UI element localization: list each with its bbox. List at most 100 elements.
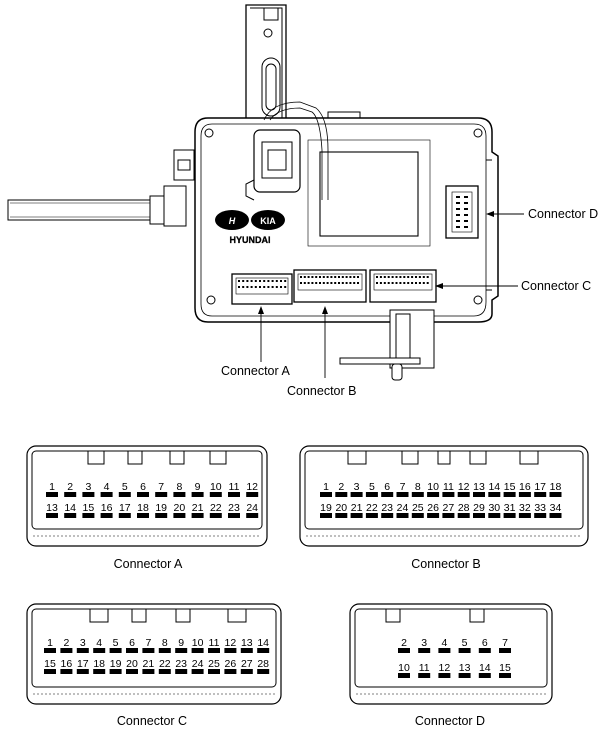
connector-b-key-notch [519, 451, 539, 465]
mounting-hole [206, 295, 216, 305]
connector-b-pin [534, 513, 547, 518]
connector-b-pin [488, 513, 501, 518]
connector-b-pin [518, 513, 531, 518]
connector-a-pin-label: 12 [246, 481, 258, 493]
module-connector-d [445, 185, 479, 239]
module-connector-b [293, 269, 367, 303]
connector-a-pin-label: 10 [210, 481, 222, 493]
connector-a-pin [191, 513, 204, 518]
connector-a-pin-label: 2 [67, 481, 73, 493]
mounting-hole [473, 128, 483, 138]
connector-b-pin [457, 492, 470, 497]
mounting-hole [473, 295, 483, 305]
connector-a-pin-label: 9 [195, 481, 201, 493]
connector-c-pin-label: 12 [225, 637, 237, 649]
callouts [260, 213, 524, 378]
connector-c-pin [76, 648, 89, 653]
connector-a-pin-label: 6 [140, 481, 146, 493]
connector-b-pin [488, 492, 501, 497]
connector-b-pin-label: 25 [412, 502, 424, 514]
connector-a-pin-label: 18 [137, 502, 149, 514]
module-connector-a [231, 273, 293, 305]
connector-b-pin-label: 19 [320, 502, 332, 514]
mounting-hole [204, 128, 214, 138]
connector-d-pin-label: 7 [502, 637, 508, 649]
connector-b-pin [381, 513, 394, 518]
connector-c-pin [257, 669, 270, 674]
connector-b-pin-label: 8 [415, 481, 421, 493]
connector-b-pin [503, 492, 516, 497]
connector-b-pin [503, 513, 516, 518]
connector-c-pin-label: 23 [175, 658, 187, 670]
connector-b-pin-label: 1 [323, 481, 329, 493]
connector-a-pin [82, 513, 95, 518]
internal-connector [253, 129, 301, 193]
connector-a-pin-label: 13 [46, 502, 58, 514]
connector-c-pin-label: 4 [96, 637, 102, 649]
connector-d-pin [478, 673, 491, 678]
connector-c-key-notch [175, 609, 191, 623]
connector-a-pin-label: 3 [85, 481, 91, 493]
connector-a-pin-label: 14 [64, 502, 76, 514]
connector-b-pin [350, 513, 363, 518]
brand-logos: H KIA HYUNDAI [215, 210, 285, 245]
connector-d-pin-label: 13 [459, 662, 471, 674]
connector-c-pin-label: 14 [257, 637, 269, 649]
connector-b-key-notch [469, 451, 487, 465]
connector-b-pin-label: 27 [443, 502, 455, 514]
connector-a-key-notch [169, 451, 185, 465]
connector-b-pin [381, 492, 394, 497]
connector-a-pin-label: 22 [210, 502, 222, 514]
connector-d-pin-label: 11 [419, 662, 430, 674]
connector-b-pin [534, 492, 547, 497]
connector-d-pin-label: 3 [421, 637, 427, 649]
callout-connector-c: Connector C [521, 279, 591, 293]
connector-c-pin-label: 19 [110, 658, 122, 670]
connector-c-pin-label: 25 [208, 658, 220, 670]
connector-a-pin [209, 513, 222, 518]
connector-a-pin [46, 513, 58, 518]
connector-a-key-notch [209, 451, 227, 465]
connector-a-pin [100, 492, 113, 497]
connector-b-key-notch [347, 451, 367, 465]
connector-a-pin-label: 20 [174, 502, 186, 514]
connector-a-pin-label: 11 [229, 481, 240, 493]
connector-c-shell [26, 603, 282, 705]
connector-b-pin [335, 492, 348, 497]
connector-b-pin-label: 28 [458, 502, 470, 514]
connector-b-pin-label: 2 [338, 481, 344, 493]
connector-b-pin-label: 7 [400, 481, 406, 493]
connector-b-pin [350, 492, 363, 497]
connector-a-key-notch [87, 451, 105, 465]
connector-c-pin [191, 669, 204, 674]
callout-connector-a: Connector A [221, 364, 290, 378]
connector-a-pin-label: 19 [155, 502, 167, 514]
connector-a-caption: Connector A [114, 557, 183, 571]
connector-a-pin [155, 492, 168, 497]
module-connector-c [369, 269, 437, 303]
connector-b-pin-label: 29 [473, 502, 485, 514]
connector-d-shell [349, 603, 553, 705]
kia-logo [251, 210, 285, 230]
connector-b-pin [518, 492, 531, 497]
connector-c-pin [142, 669, 155, 674]
connector-a-pin [64, 513, 77, 518]
connector-b-pin [549, 513, 562, 518]
connector-b-pin-label: 10 [427, 481, 439, 493]
connector-d-pin [398, 648, 410, 653]
connector-b-pin-label: 12 [458, 481, 470, 493]
connector-c-pin-label: 11 [209, 637, 220, 649]
connector-a-pin-label: 16 [101, 502, 113, 514]
hyundai-logo [215, 210, 249, 230]
connector-b-pin [442, 513, 455, 518]
label-plate [307, 139, 431, 247]
connector-d-pin-label: 2 [401, 637, 407, 649]
connector-c-pin [224, 648, 237, 653]
connector-d-pin-label: 12 [439, 662, 451, 674]
connector-c-pin [158, 648, 171, 653]
connector-b-pin-label: 21 [351, 502, 363, 514]
connector-a-key-notch [127, 451, 143, 465]
connector-a-pin [137, 513, 149, 518]
